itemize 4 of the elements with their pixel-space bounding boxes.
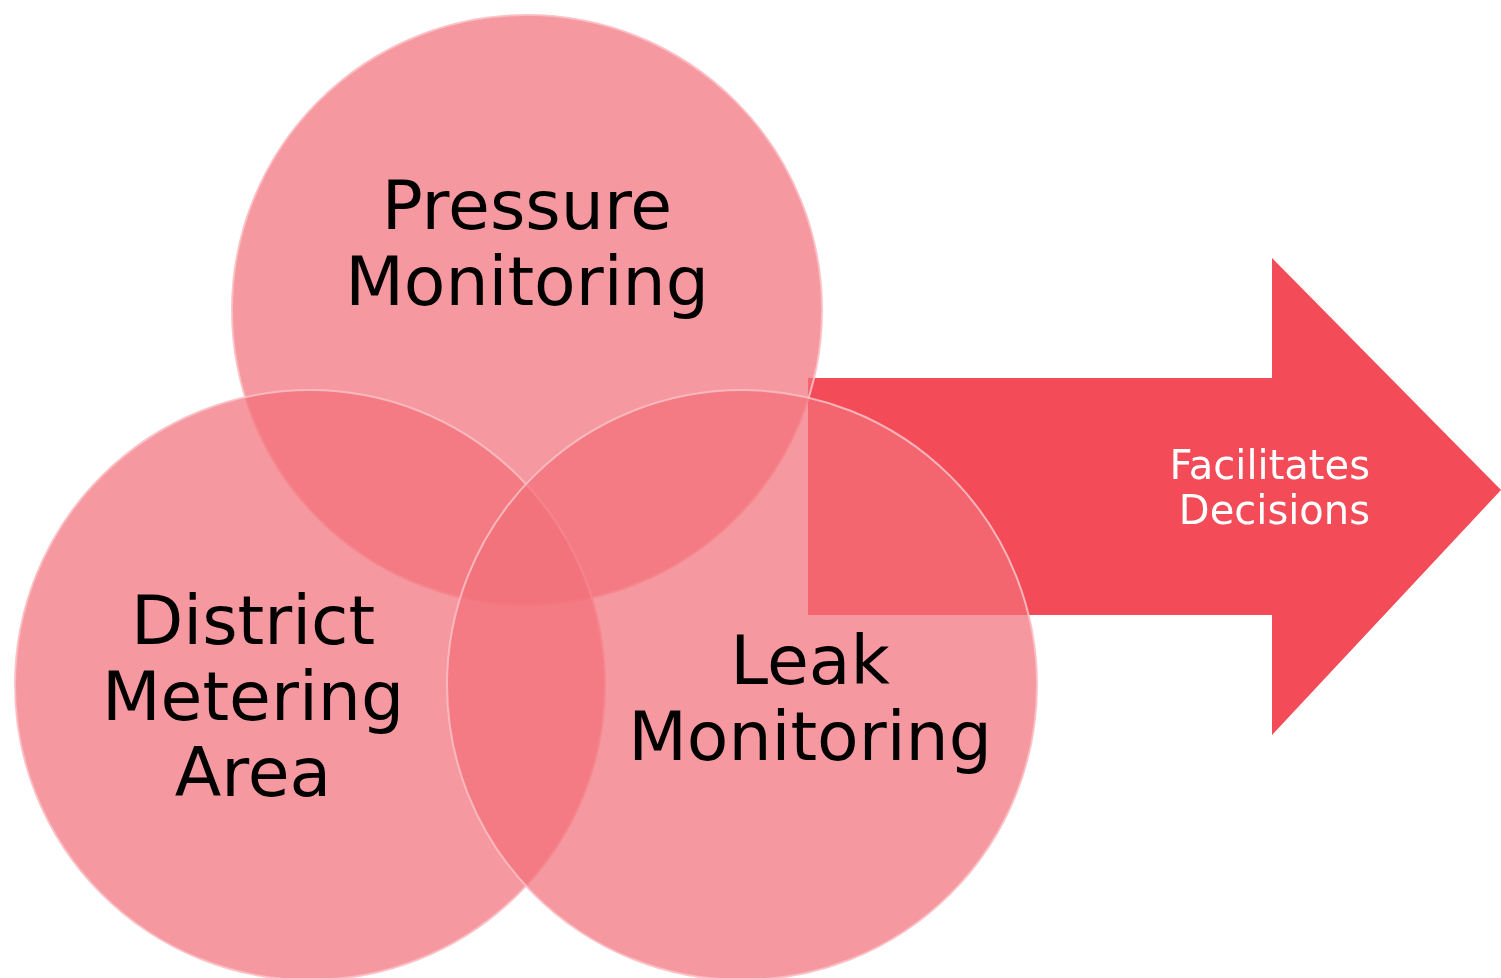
node-label: District Metering Area bbox=[100, 583, 406, 812]
node-label: Pressure Monitoring bbox=[344, 168, 710, 321]
node-label: Leak Monitoring bbox=[627, 623, 993, 776]
node-label: Facilitates Decisions bbox=[1168, 443, 1370, 533]
